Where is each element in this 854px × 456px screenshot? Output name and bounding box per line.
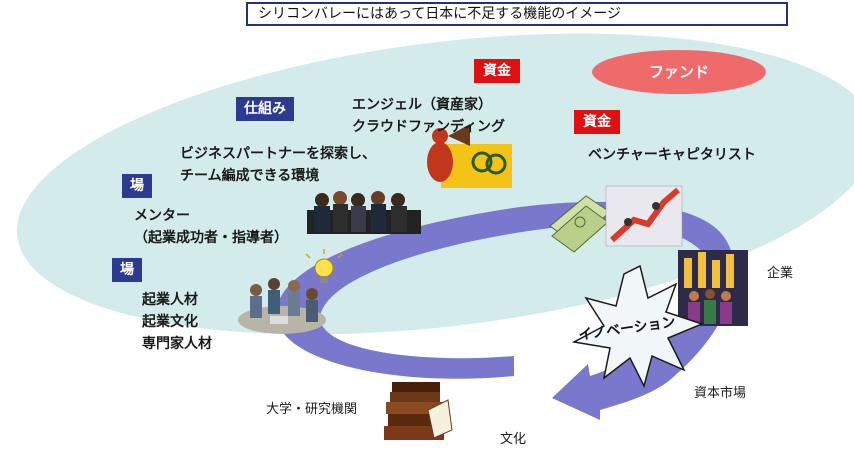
title-box: シリコンバレーにはあって日本に不足する機能のイメージ — [246, 2, 788, 26]
lightbulb-icon — [305, 249, 343, 283]
place-tag-talent: 場 — [112, 258, 142, 282]
place-tag-mentor: 場 — [122, 174, 152, 198]
angel-label-line2: クラウドファンディング — [352, 119, 506, 135]
vc-label: ベンチャーキャピタリスト — [588, 147, 756, 163]
mechanism-tag: 仕組み — [236, 97, 294, 121]
entrepreneur-label-line3: 専門家人材 — [142, 336, 212, 352]
mentor-label-line1: メンター — [134, 208, 190, 224]
capital-market-label: 資本市場 — [694, 386, 747, 401]
partner-label-line1: ビジネスパートナーを探索し、 — [180, 146, 376, 162]
culture-label: 文化 — [500, 432, 527, 447]
money-stack-icon — [549, 195, 611, 253]
city-crowd-icon — [678, 250, 748, 326]
entrepreneur-label-line2: 起業文化 — [142, 314, 198, 330]
mentor-label-line2: （起業成功者・指導者） — [134, 230, 288, 246]
funding-tag-vc: 資金 — [574, 110, 620, 134]
entrepreneur-label-line1: 起業人材 — [142, 292, 198, 308]
meeting-team-icon — [238, 278, 326, 334]
entrepreneur-label: 起業人材 起業文化 専門家人材 — [142, 289, 212, 355]
fund-ellipse — [592, 50, 766, 94]
businessmen-group-icon — [307, 191, 421, 234]
angel-label-line1: エンジェル（資産家） — [352, 97, 492, 113]
mentor-label: メンター （起業成功者・指導者） — [134, 205, 288, 249]
partner-label-line2: チーム編成できる環境 — [180, 168, 320, 184]
angel-label: エンジェル（資産家） クラウドファンディング — [352, 94, 505, 138]
fund-label: ファンド — [648, 63, 709, 81]
growth-graph-icon — [605, 185, 683, 247]
funding-tag-angel: 資金 — [474, 59, 520, 83]
company-label: 企業 — [767, 266, 794, 281]
megaphone-icon — [427, 124, 512, 188]
burst-star-icon — [571, 264, 705, 389]
partner-label: ビジネスパートナーを探索し、 チーム編成できる環境 — [180, 143, 376, 187]
university-label: 大学・研究機関 — [266, 402, 358, 417]
books-icon — [384, 382, 453, 440]
